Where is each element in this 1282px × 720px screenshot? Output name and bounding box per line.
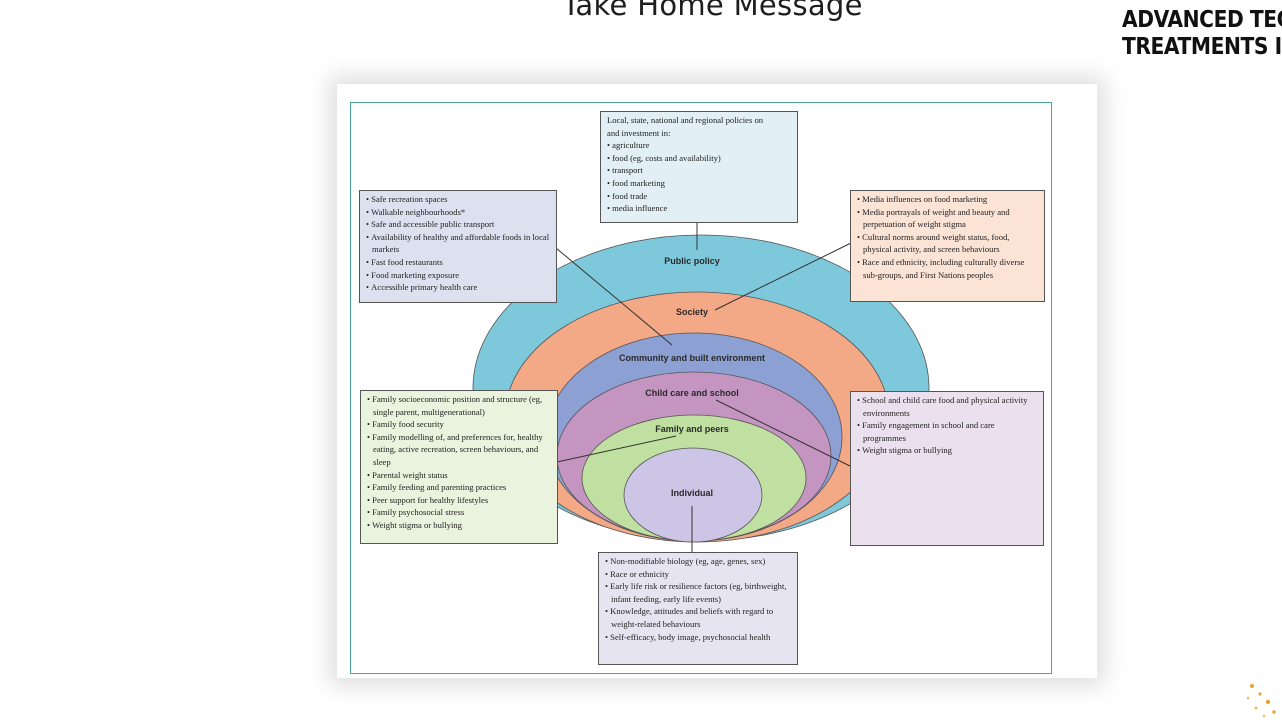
policy-intro-1: Local, state, national and regional poli… — [607, 115, 764, 125]
school-item: Weight stigma or bullying — [857, 444, 1037, 457]
label-community: Community and built environment — [619, 353, 765, 363]
family-item: Peer support for healthy lifestyles — [367, 494, 551, 507]
connector-family — [556, 435, 677, 463]
society-item: Cultural norms around weight status, foo… — [857, 231, 1038, 256]
society-item: Media portrayals of weight and beauty an… — [857, 206, 1038, 231]
policy-item: food marketing — [607, 177, 791, 190]
community-item: Accessible primary health care — [366, 281, 550, 294]
family-item: Family socioeconomic position and struct… — [367, 393, 551, 418]
label-family-peers: Family and peers — [655, 424, 729, 434]
individual-item: Race or ethnicity — [605, 568, 791, 581]
school-item: School and child care food and physical … — [857, 394, 1037, 419]
policy-intro-2: and investment in: — [607, 127, 671, 138]
label-public-policy: Public policy — [664, 256, 720, 266]
family-factors-box: Family socioeconomic position and struct… — [360, 390, 558, 544]
individual-item: Non-modifiable biology (eg, age, genes, … — [605, 555, 791, 568]
individual-item: Self-efficacy, body image, psychosocial … — [605, 631, 791, 644]
policy-item: transport — [607, 164, 791, 177]
label-society: Society — [676, 307, 708, 317]
society-factors-box: Media influences on food marketing Media… — [850, 190, 1045, 302]
connector-school — [715, 399, 851, 467]
school-factors-box: School and child care food and physical … — [850, 391, 1044, 546]
policy-item: media influence — [607, 202, 791, 215]
family-item: Family feeding and parenting practices — [367, 481, 551, 494]
corner-decoration — [1246, 684, 1276, 718]
family-item: Parental weight status — [367, 469, 551, 482]
community-item: Safe and accessible public transport — [366, 218, 550, 231]
individual-item: Early life risk or resilience factors (e… — [605, 580, 791, 605]
policy-item: food trade — [607, 190, 791, 203]
family-item: Family modelling of, and preferences for… — [367, 431, 551, 469]
individual-item: Knowledge, attitudes and beliefs with re… — [605, 605, 791, 630]
society-item: Race and ethnicity, including culturally… — [857, 256, 1038, 281]
logo-line-1: ADVANCED TEC — [1122, 7, 1282, 33]
family-item: Family food security — [367, 418, 551, 431]
community-item: Fast food restaurants — [366, 256, 550, 269]
logo-line-2: TREATMENTS I — [1122, 34, 1282, 60]
community-factors-box: Safe recreation spaces Walkable neighbou… — [359, 190, 557, 303]
community-item: Walkable neighbourhoods* — [366, 206, 550, 219]
community-item: Food marketing exposure — [366, 269, 550, 282]
community-item: Availability of healthy and affordable f… — [366, 231, 550, 256]
family-item: Weight stigma or bullying — [367, 519, 551, 532]
policy-item: agriculture — [607, 139, 791, 152]
policy-factors-box: Local, state, national and regional poli… — [600, 111, 798, 223]
society-item: Media influences on food marketing — [857, 193, 1038, 206]
label-child-care-school: Child care and school — [645, 388, 739, 398]
connector-community — [555, 247, 673, 346]
family-item: Family psychosocial stress — [367, 506, 551, 519]
brand-logo: ADVANCED TEC TREATMENTS I — [1122, 7, 1282, 61]
ring-individual — [623, 447, 763, 543]
individual-factors-box: Non-modifiable biology (eg, age, genes, … — [598, 552, 798, 665]
slide-title: Take Home Message — [562, 0, 863, 22]
label-individual: Individual — [671, 488, 713, 498]
community-item: Safe recreation spaces — [366, 193, 550, 206]
figure-frame — [350, 102, 1052, 674]
connector-society — [714, 242, 852, 311]
policy-item: food (eg, costs and availability) — [607, 152, 791, 165]
school-item: Family engagement in school and care pro… — [857, 419, 1037, 444]
